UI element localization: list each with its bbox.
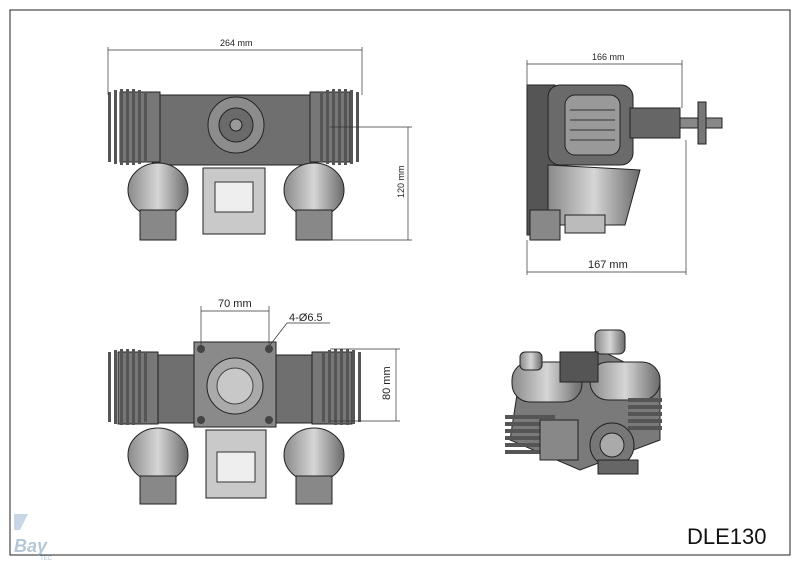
rear-view [108, 306, 400, 505]
front-view [107, 47, 412, 241]
logo-text: Bay [14, 536, 48, 556]
sheet-border [9, 9, 791, 556]
dim-rear-mount-spacing: 70 mm [218, 298, 252, 310]
dim-front-height: 120 mm [396, 165, 406, 198]
dim-side-top: 166 mm [592, 52, 625, 62]
dim-side-bottom: 167 mm [588, 259, 628, 271]
logo: Bay TEC [14, 514, 53, 562]
dim-front-width: 264 mm [220, 38, 253, 48]
isometric-view [505, 329, 662, 475]
side-view [526, 60, 723, 275]
model-title: DLE130 [687, 524, 767, 549]
logo-subtext: TEC [40, 556, 53, 562]
dim-rear-mount-height: 80 mm [381, 366, 393, 400]
dim-mount-holes: 4-Ø6.5 [289, 312, 323, 324]
